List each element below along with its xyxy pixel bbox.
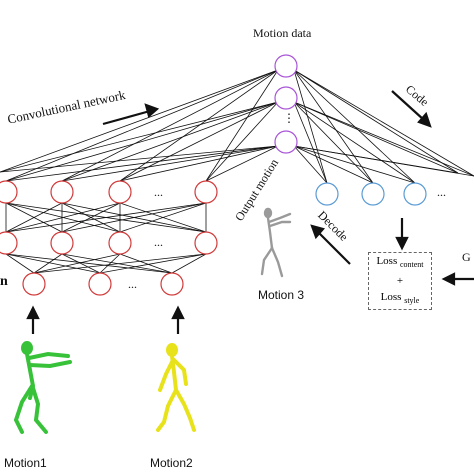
connection-line xyxy=(0,69,279,173)
conv-node xyxy=(22,272,46,296)
connection-line xyxy=(5,202,63,233)
connection-line xyxy=(119,145,279,182)
conv-layer-3 xyxy=(22,272,184,296)
motion3-figure xyxy=(260,207,292,278)
connection-line xyxy=(0,145,279,173)
connection-line xyxy=(205,145,279,182)
arrow-head xyxy=(26,305,40,320)
conv-node xyxy=(0,231,18,255)
conv-node xyxy=(50,231,74,255)
motion2-figure xyxy=(156,343,196,432)
arrow-head xyxy=(417,111,432,128)
connection-line xyxy=(61,145,279,182)
arrow-head xyxy=(441,272,456,286)
loss-style-sub: style xyxy=(404,296,420,306)
connection-line xyxy=(119,69,279,182)
arrows xyxy=(26,90,474,334)
connection-line xyxy=(293,69,328,184)
conv-layer-1 xyxy=(0,180,218,204)
motion1-label: Motion1 xyxy=(4,456,47,470)
conv-node xyxy=(194,180,218,204)
decode-layer xyxy=(315,182,427,206)
connection-line xyxy=(119,101,279,182)
connection-line xyxy=(205,101,279,182)
motion1-figure xyxy=(13,341,72,434)
connection-line xyxy=(293,145,374,184)
connection-line xyxy=(5,253,173,274)
connection-line xyxy=(61,202,121,233)
arrow-head xyxy=(144,103,160,118)
conv-node xyxy=(0,180,18,204)
motion-data-node xyxy=(274,130,298,154)
conv-node xyxy=(50,180,74,204)
connection-line xyxy=(33,253,63,274)
connection-line xyxy=(0,101,279,173)
connection-line xyxy=(33,253,207,274)
connection-line xyxy=(171,253,207,274)
motion3-label: Motion 3 xyxy=(258,288,305,302)
arrow-head xyxy=(310,224,325,240)
conv-node xyxy=(88,272,112,296)
layer1-ellipsis: ... xyxy=(154,185,163,199)
loss-box: Loss content + Loss style xyxy=(368,252,432,310)
connection-line xyxy=(33,253,121,274)
loss-content-label: Loss xyxy=(376,255,398,267)
connection-line xyxy=(293,145,474,177)
connection-line xyxy=(293,145,416,184)
connection-lines xyxy=(0,69,474,274)
decode-node xyxy=(403,182,427,206)
connection-line xyxy=(5,253,35,274)
connection-line xyxy=(119,202,207,233)
connection-line xyxy=(119,253,173,274)
conv-node xyxy=(160,272,184,296)
connection-line xyxy=(5,202,207,233)
connection-line xyxy=(293,69,474,177)
arrow-code xyxy=(391,90,425,121)
connection-line xyxy=(61,101,279,182)
decode-ellipsis: ... xyxy=(437,185,446,199)
connection-line xyxy=(5,253,101,274)
motion-data-node xyxy=(274,86,298,110)
conv-node xyxy=(108,180,132,204)
arrow-convolutional xyxy=(102,109,151,126)
decode-node xyxy=(361,182,385,206)
arrow-head xyxy=(171,305,185,320)
connection-line xyxy=(61,69,279,182)
connection-line xyxy=(293,69,374,184)
layer2-ellipsis: ... xyxy=(154,235,163,249)
motion-data-node xyxy=(274,54,298,78)
loss-content-sub: content xyxy=(399,260,424,270)
decode-node xyxy=(315,182,339,206)
connection-line xyxy=(5,69,279,182)
conv-layer-2 xyxy=(0,231,218,255)
loss-plus: + xyxy=(396,275,404,288)
connection-line xyxy=(61,253,101,274)
motion-data-vertical-ellipsis: ⋮ xyxy=(283,111,295,125)
motion-data-layer xyxy=(274,54,298,154)
connection-line xyxy=(293,101,459,174)
connection-line xyxy=(205,69,279,182)
connection-line xyxy=(293,69,459,174)
connection-line xyxy=(293,101,416,184)
connection-line xyxy=(99,253,207,274)
motion2-label: Motion2 xyxy=(150,456,193,470)
layer3-ellipsis: ... xyxy=(128,277,137,291)
connection-line xyxy=(99,253,121,274)
connection-line xyxy=(293,101,474,177)
arrow-head xyxy=(395,236,409,251)
arrow-decode xyxy=(317,231,351,265)
connection-line xyxy=(61,202,207,233)
conv-node xyxy=(194,231,218,255)
conv-node xyxy=(108,231,132,255)
right-partial-text: G xyxy=(462,250,471,264)
left-partial-text: n xyxy=(0,274,8,289)
loss-style-label: Loss xyxy=(380,291,402,304)
connection-line xyxy=(5,202,121,233)
connection-line xyxy=(5,101,279,182)
motion-data-label: Motion data xyxy=(253,26,312,40)
connection-line xyxy=(293,101,374,184)
connection-line xyxy=(293,101,328,184)
connection-line xyxy=(293,145,328,184)
